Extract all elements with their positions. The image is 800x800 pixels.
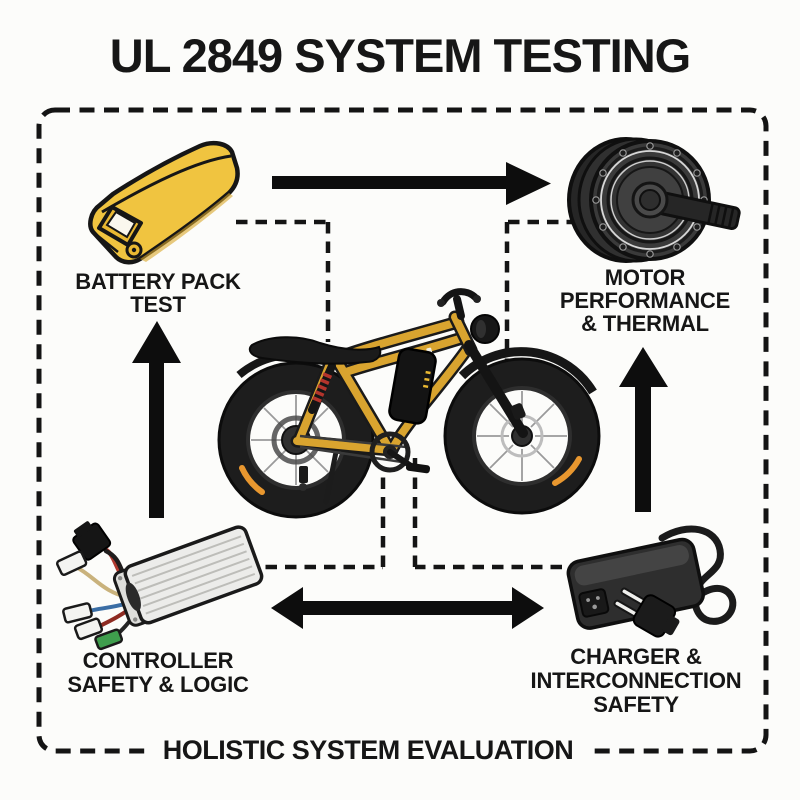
controller-test-label-line2: SAFETY & LOGIC <box>67 672 249 697</box>
arrow-charger-to-motor <box>619 347 668 512</box>
battery-test-label: BATTERY PACK TEST <box>28 270 288 316</box>
charger-test-label-line3: SAFETY <box>593 692 679 717</box>
controller-test-label: CONTROLLER SAFETY & LOGIC <box>28 649 288 697</box>
battery-test-label-line1: BATTERY PACK <box>75 269 241 294</box>
controller-test-label-line1: CONTROLLER <box>82 648 234 673</box>
charger-test-label-line2: INTERCONNECTION <box>530 668 742 693</box>
footer-label: HOLISTIC SYSTEM EVALUATION <box>150 735 586 766</box>
battery-pack-icon <box>88 140 240 265</box>
controller-icon <box>55 521 264 651</box>
ebike-icon <box>217 288 601 519</box>
charger-test-label: CHARGER & INTERCONNECTION SAFETY <box>505 645 767 717</box>
battery-test-label-line2: TEST <box>130 292 186 317</box>
motor-test-label-line2: PERFORMANCE <box>559 288 731 313</box>
arrow-battery-to-motor <box>272 162 551 205</box>
dashed-connector-lines <box>236 219 578 570</box>
page-title: UL 2849 SYSTEM TESTING <box>109 29 691 82</box>
arrow-controller-to-battery <box>132 321 181 518</box>
hub-motor-icon <box>567 137 741 263</box>
charger-plug-icon <box>566 525 737 638</box>
motor-test-label: MOTOR PERFORMANCE & THERMAL <box>515 266 775 335</box>
charger-test-label-line1: CHARGER & <box>570 644 702 669</box>
arrow-controller-charger-bidirectional <box>271 587 544 629</box>
motor-test-label-line3: & THERMAL <box>581 311 709 336</box>
motor-test-label-line1: MOTOR <box>604 265 686 290</box>
flow-arrows <box>132 162 668 629</box>
